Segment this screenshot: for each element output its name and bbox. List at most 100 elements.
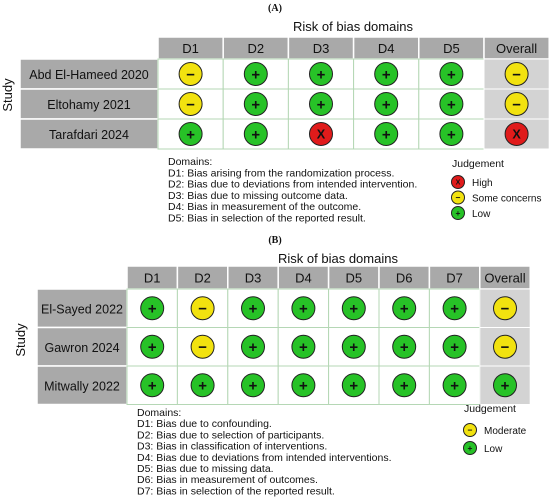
column-header: D4 bbox=[295, 271, 312, 286]
judgement-low-icon-circle bbox=[140, 334, 165, 359]
column-header: D3 bbox=[245, 271, 262, 286]
judgement-low-icon-glyph: + bbox=[251, 126, 260, 143]
domains-title: Risk of bias domains bbox=[293, 19, 413, 34]
judgement-low-icon-circle bbox=[439, 62, 464, 86]
judgement-some-icon: − bbox=[493, 334, 517, 359]
judgement-some-icon-glyph: − bbox=[198, 301, 207, 318]
judgement-some-icon-circle bbox=[190, 334, 215, 359]
judgement-low-icon-circle bbox=[341, 334, 366, 359]
legend-label: Low bbox=[484, 444, 503, 455]
judgement-low-icon-glyph: + bbox=[450, 378, 459, 395]
judgement-low-icon-circle bbox=[392, 334, 417, 359]
judgement-low-icon-glyph: + bbox=[249, 301, 258, 318]
judgement-some-icon-glyph: − bbox=[512, 66, 521, 83]
judgement-some-icon-circle bbox=[504, 62, 529, 86]
judgement-low-icon-circle bbox=[439, 122, 464, 146]
judgement-some-icon: − bbox=[504, 92, 529, 116]
legend-low-icon-glyph: + bbox=[468, 443, 473, 453]
legend-some-icon-circle bbox=[451, 190, 465, 205]
column-header: D2 bbox=[247, 41, 264, 56]
judgement-low-icon-glyph: + bbox=[299, 301, 308, 318]
judgement-low-icon: + bbox=[243, 122, 268, 146]
judgement-low-icon-glyph: + bbox=[447, 96, 456, 113]
judgement-some-icon-circle bbox=[178, 62, 203, 86]
judgement-low-icon-glyph: + bbox=[400, 301, 409, 318]
judgement-high-icon-glyph: X bbox=[512, 128, 521, 142]
judgement-some-icon-glyph: − bbox=[186, 66, 195, 83]
judgement-low-icon-circle bbox=[291, 334, 316, 359]
judgement-low-icon-circle bbox=[178, 122, 203, 146]
judgement-some-icon-circle bbox=[504, 92, 529, 116]
judgement-low-icon-glyph: + bbox=[349, 378, 358, 395]
judgement-low-icon-circle bbox=[243, 122, 268, 146]
judgement-low-icon-glyph: + bbox=[400, 339, 409, 356]
judgement-low-icon: + bbox=[178, 122, 203, 146]
judgement-low-icon: + bbox=[241, 334, 265, 359]
judgement-low-icon-circle bbox=[241, 334, 265, 359]
judgement-low-icon: + bbox=[439, 62, 464, 86]
column-header: D3 bbox=[313, 41, 330, 56]
column-header: D7 bbox=[446, 271, 463, 286]
domain-description: D1: Bias due to confounding. bbox=[137, 418, 272, 430]
judgement-low-icon-circle bbox=[243, 62, 268, 86]
judgement-low-icon: + bbox=[392, 296, 417, 321]
judgement-low-icon-circle bbox=[374, 92, 399, 116]
judgement-low-icon-glyph: + bbox=[349, 301, 358, 318]
legend-high-icon: X bbox=[451, 175, 465, 189]
judgement-low-icon-glyph: + bbox=[400, 378, 409, 395]
judgement-low-icon: + bbox=[442, 334, 467, 359]
judgement-high-icon: X bbox=[504, 122, 529, 146]
study-name-cell bbox=[19, 88, 159, 120]
judgement-high-icon-circle bbox=[309, 122, 333, 146]
judgement-low-icon-glyph: + bbox=[450, 339, 459, 356]
judgement-some-icon: − bbox=[178, 92, 203, 116]
judgement-some-icon: − bbox=[190, 296, 215, 321]
study-name-cell bbox=[36, 326, 128, 367]
judgement-some-icon: − bbox=[504, 62, 529, 86]
judgement-low-icon-glyph: + bbox=[148, 301, 157, 318]
judgement-low-icon: + bbox=[374, 92, 399, 116]
judgement-low-icon: + bbox=[341, 373, 366, 398]
domain-description: D1: Bias arising from the randomization … bbox=[168, 167, 394, 179]
judgement-low-icon-circle bbox=[439, 92, 464, 116]
legend-low-icon: + bbox=[451, 206, 465, 220]
legend-low-icon-circle bbox=[463, 441, 477, 455]
domain-description: D2: Bias due to selection of participant… bbox=[137, 429, 324, 441]
judgement-low-icon-circle bbox=[309, 62, 333, 86]
domain-description: D3: Bias in classification of interventi… bbox=[137, 441, 327, 453]
judgement-low-icon-circle bbox=[291, 296, 316, 321]
legend-low-icon: + bbox=[463, 441, 477, 455]
judgement-some-icon-circle bbox=[493, 296, 517, 321]
judgement-some-icon-glyph: − bbox=[501, 339, 510, 356]
domain-description: D2: Bias due to deviations from intended… bbox=[168, 179, 417, 191]
judgement-some-icon: − bbox=[190, 334, 215, 359]
judgement-some-icon-circle bbox=[493, 334, 517, 359]
judgement-high-icon-circle bbox=[504, 122, 529, 146]
study-name: Tarafdari 2024 bbox=[49, 128, 129, 142]
judgement-low-icon: + bbox=[190, 373, 215, 398]
judgement-low-icon-circle bbox=[442, 296, 467, 321]
judgement-low-icon-circle bbox=[241, 373, 265, 398]
judgement-low-icon-glyph: + bbox=[249, 378, 258, 395]
legend-label: Some concerns bbox=[472, 194, 541, 205]
judgement-low-icon: + bbox=[439, 122, 464, 146]
judgement-low-icon: + bbox=[341, 334, 366, 359]
domain-description: D5: Bias due to missing data. bbox=[137, 463, 274, 475]
legend-low-icon-glyph: + bbox=[456, 208, 461, 218]
judgement-low-icon-circle bbox=[190, 373, 215, 398]
judgement-low-icon-glyph: + bbox=[447, 66, 456, 83]
judgement-low-icon-circle bbox=[392, 373, 417, 398]
judgement-low-icon-glyph: + bbox=[349, 339, 358, 356]
judgement-low-icon: + bbox=[309, 62, 333, 86]
y-axis-label: Study bbox=[0, 78, 15, 112]
judgement-low-icon: + bbox=[241, 373, 265, 398]
judgement-low-icon: + bbox=[392, 334, 417, 359]
panel-label: (B) bbox=[268, 235, 281, 246]
judgement-low-icon: + bbox=[243, 62, 268, 86]
judgement-low-icon-circle bbox=[309, 92, 333, 116]
legend-high-icon-circle bbox=[451, 175, 465, 189]
judgement-low-icon-circle bbox=[442, 334, 467, 359]
judgement-some-icon-circle bbox=[178, 92, 203, 116]
